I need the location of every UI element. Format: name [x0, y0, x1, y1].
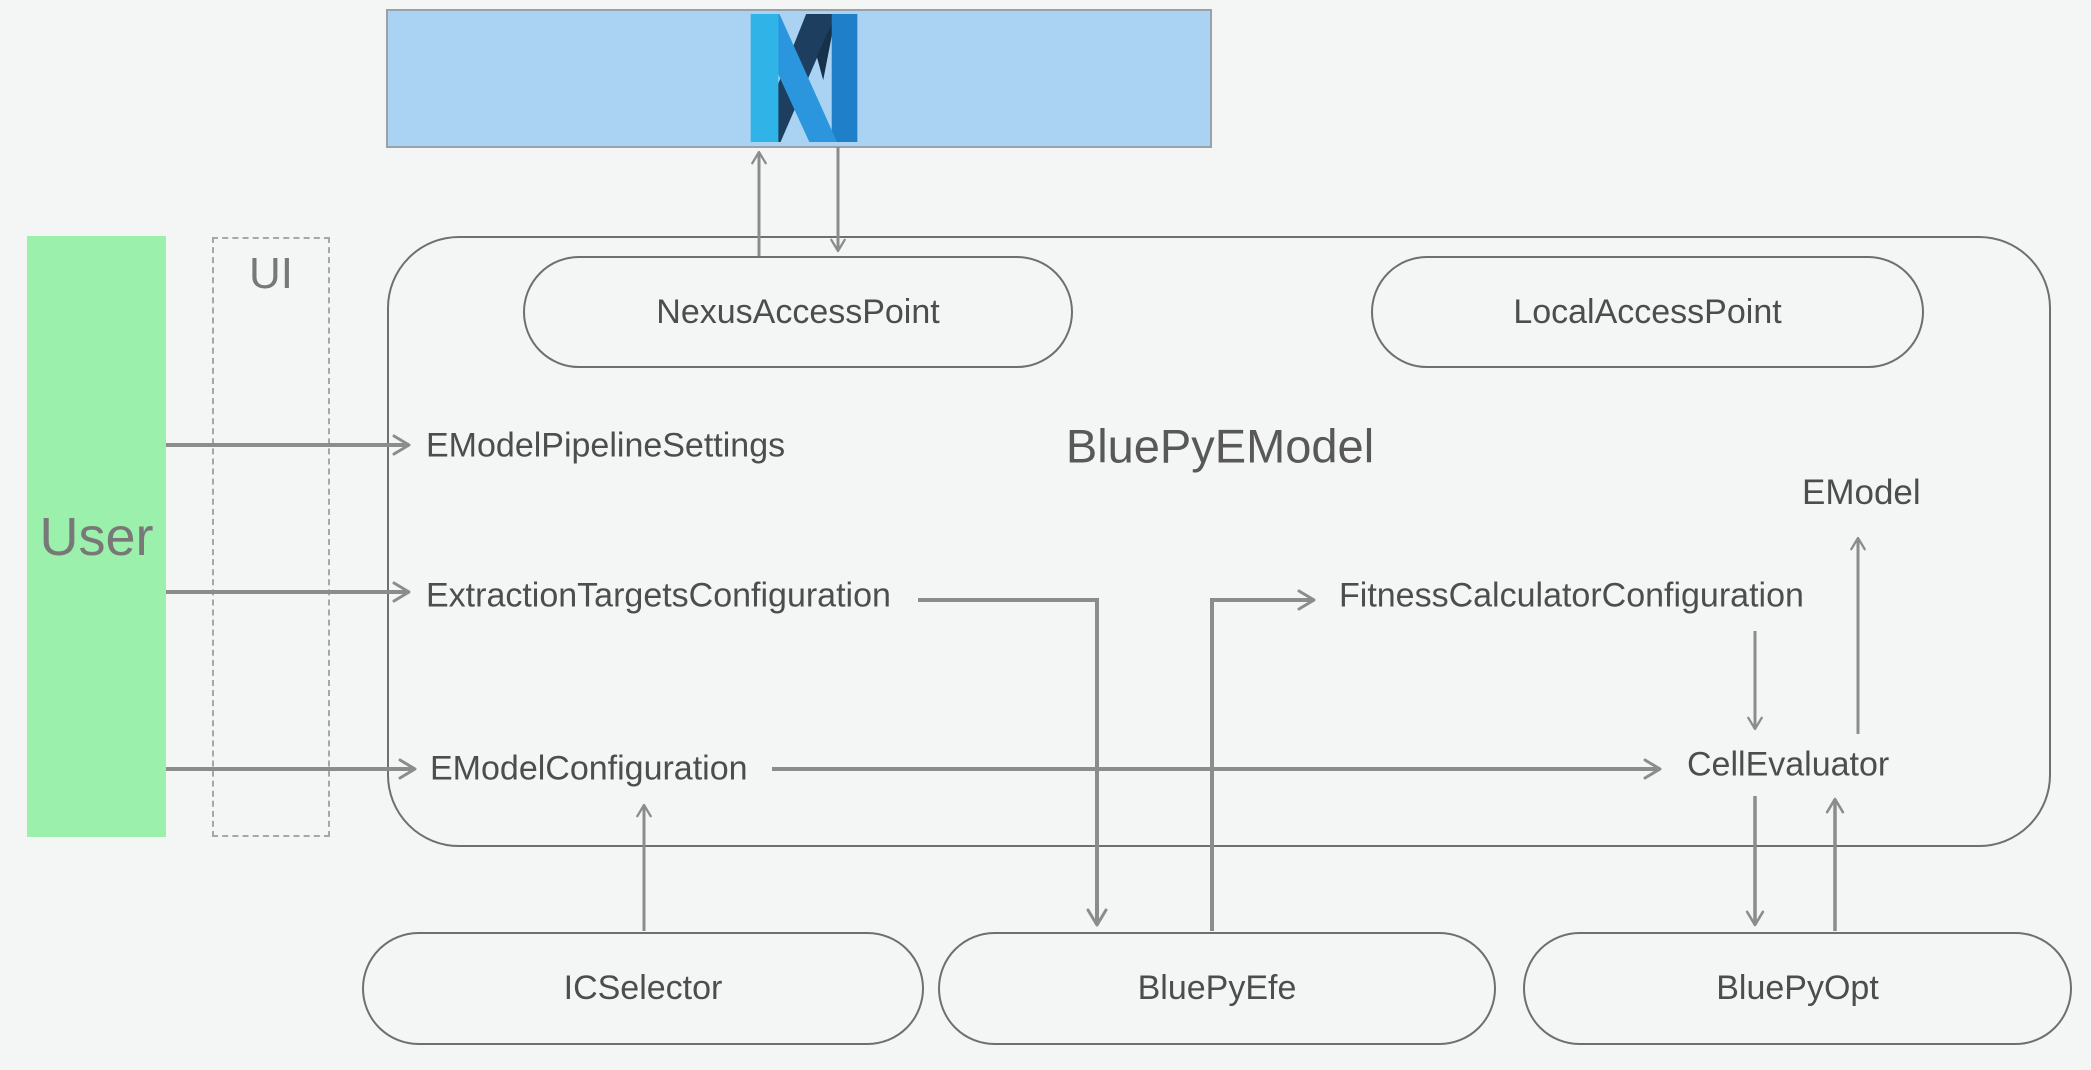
nexus-banner [386, 9, 1212, 148]
bluepyopt-label: BluePyOpt [1716, 969, 1879, 1007]
node-ic-selector: ICSelector [362, 932, 924, 1045]
node-fitness-calculator-configuration: FitnessCalculatorConfiguration [1339, 576, 1804, 615]
node-nexus-access-point: NexusAccessPoint [523, 256, 1073, 368]
ui-label: UI [249, 249, 293, 298]
nexus-logo-icon [750, 14, 858, 142]
node-bluepyefe: BluePyEfe [938, 932, 1496, 1045]
node-cell-evaluator: CellEvaluator [1687, 745, 1890, 784]
bluepyefe-label: BluePyEfe [1137, 969, 1297, 1007]
user-box: User [27, 236, 166, 837]
ic-selector-label: ICSelector [563, 969, 723, 1007]
node-emodel-pipeline-settings: EModelPipelineSettings [426, 426, 786, 465]
node-local-access-point: LocalAccessPoint [1371, 256, 1924, 368]
local-access-point-label: LocalAccessPoint [1513, 292, 1782, 331]
container-title: BluePyEModel [1065, 419, 1375, 473]
user-label: User [39, 506, 154, 567]
nexus-access-point-label: NexusAccessPoint [656, 292, 940, 331]
node-bluepyopt: BluePyOpt [1523, 932, 2072, 1045]
node-extraction-targets-configuration: ExtractionTargetsConfiguration [426, 576, 891, 615]
node-emodel-configuration: EModelConfiguration [430, 749, 748, 788]
ui-box: UI [212, 237, 330, 837]
node-emodel: EModel [1802, 473, 1921, 512]
